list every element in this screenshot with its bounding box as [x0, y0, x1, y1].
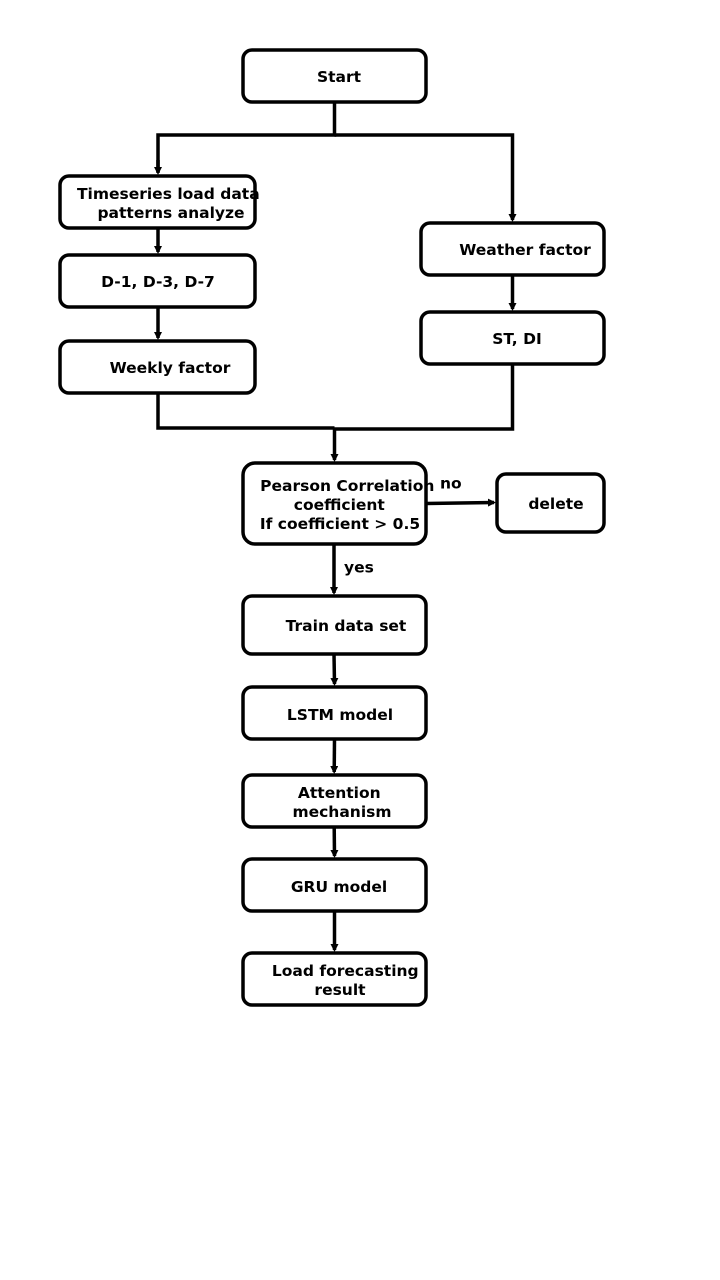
node-label-train: Train data set — [286, 617, 407, 635]
edge-pearson-delete — [425, 498, 496, 507]
node-label-delete: delete — [528, 495, 583, 513]
node-result: Load forecasting result — [241, 951, 428, 1007]
edge-weekly-merge — [156, 393, 335, 430]
node-attention: Attention mechanism — [241, 773, 428, 829]
edge-label-yes: yes — [344, 559, 374, 577]
node-label-pearson: Pearson Correlation coefficient If coeff… — [260, 477, 440, 533]
node-timeseries: Timeseries load data patterns analyze — [58, 174, 265, 230]
node-days: D-1, D-3, D-7 — [58, 253, 257, 309]
node-label-weekly: Weekly factor — [110, 359, 231, 377]
node-weekly: Weekly factor — [58, 339, 257, 395]
edge-start-split — [156, 102, 337, 172]
node-label-attention: Attention mechanism — [292, 784, 391, 821]
node-label-timeseries: Timeseries load data patterns analyze — [77, 185, 265, 222]
edges — [154, 102, 517, 952]
node-label-stdi: ST, DI — [492, 330, 541, 348]
node-pearson: Pearson Correlation coefficient If coeff… — [241, 461, 440, 546]
node-label-start: Start — [317, 68, 362, 86]
node-weather: Weather factor — [419, 221, 606, 277]
node-label-result: Load forecasting result — [272, 962, 424, 999]
node-gru: GRU model — [241, 857, 428, 913]
node-label-lstm: LSTM model — [287, 706, 393, 724]
edge-train-lstm — [330, 653, 339, 686]
node-lstm: LSTM model — [241, 685, 428, 741]
node-label-weather: Weather factor — [459, 241, 591, 259]
edge-start-weather — [334, 133, 517, 222]
node-delete: delete — [495, 472, 606, 534]
node-start: Start — [241, 48, 428, 104]
node-train: Train data set — [241, 594, 428, 656]
node-stdi: ST, DI — [419, 310, 606, 366]
node-label-gru: GRU model — [291, 878, 387, 896]
edge-label-no: no — [440, 475, 462, 493]
edge-stdi-merge — [334, 364, 515, 431]
node-label-days: D-1, D-3, D-7 — [101, 273, 215, 291]
